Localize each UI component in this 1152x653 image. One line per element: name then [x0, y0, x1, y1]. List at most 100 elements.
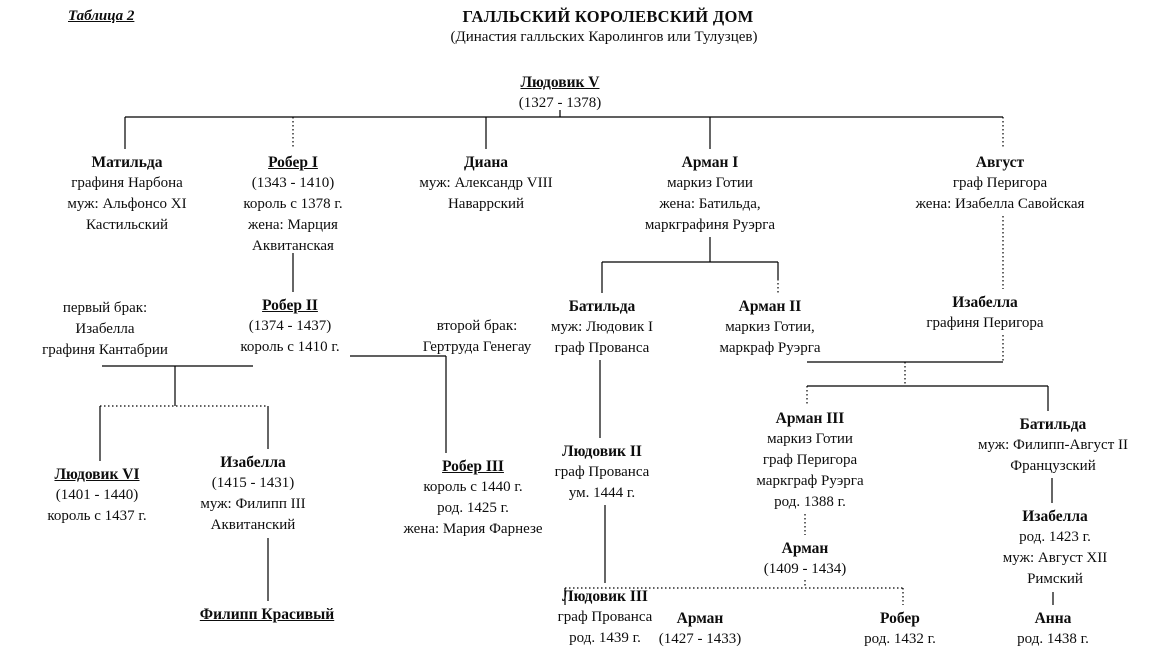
person-detail: граф Перигора — [952, 175, 1048, 191]
person-detail: муж: Альфонсо XI — [67, 196, 187, 212]
person-detail: род. 1388 г. — [774, 494, 846, 510]
person-detail: Кастильский — [85, 217, 169, 233]
person-detail: (1415 - 1431) — [211, 475, 295, 491]
person-detail: маркграфиня Руэрга — [644, 217, 776, 233]
person-name: Изабелла — [220, 454, 286, 471]
tree-node-izabella-rim: Изабелла род. 1423 г. муж: Август XII Ри… — [1003, 506, 1107, 590]
person-name: Арман I — [681, 154, 739, 171]
tree-node-filipp-krasivy: Филипп Красивый — [200, 604, 334, 625]
marriage-detail: второй брак: — [436, 318, 518, 334]
person-detail: король с 1437 г. — [47, 508, 147, 524]
tree-node-rober3: Робер III король с 1440 г. род. 1425 г. … — [403, 456, 542, 540]
marriage-detail: первый брак: — [62, 300, 148, 316]
person-detail: род. 1432 г. — [864, 631, 936, 647]
person-detail: графиня Перигора — [926, 315, 1044, 331]
person-name: Арман II — [738, 298, 802, 315]
person-name: Изабелла — [1022, 508, 1088, 525]
tree-node-arman1: Арман I маркиз Готии жена: Батильда, мар… — [645, 152, 775, 236]
person-detail: род. 1425 г. — [437, 500, 509, 516]
person-name: Батильда — [1019, 416, 1087, 433]
person-detail: маркграф Руэрга — [756, 473, 864, 489]
person-detail: муж: Август XII — [1002, 550, 1108, 566]
person-detail: Аквитанская — [252, 238, 334, 254]
tree-node-arman2: Арман II маркиз Готии, маркраф Руэрга — [719, 296, 820, 359]
person-name: Людовик II — [562, 443, 642, 460]
person-detail: жена: Мария Фарнезе — [403, 521, 543, 537]
tree-node-batilda-franc: Батильда муж: Филипп-Август II Французск… — [978, 414, 1128, 477]
person-name: Людовик III — [562, 588, 648, 605]
person-name: Робер — [880, 610, 920, 627]
tree-node-rober-1432: Робер род. 1432 г. — [864, 608, 936, 650]
tree-node-arman-1409: Арман (1409 - 1434) — [764, 538, 847, 580]
tree-node-ludovik2: Людовик II граф Прованса ум. 1444 г. — [555, 441, 650, 504]
person-name: Матильда — [91, 154, 163, 171]
tree-node-izabella-perigora: Изабелла графиня Перигора — [926, 292, 1043, 334]
person-detail: род. 1439 г. — [569, 630, 641, 646]
tree-node-batilda-provance: Батильда муж: Людовик I граф Прованса — [551, 296, 653, 359]
person-detail: муж: Александр VIII — [419, 175, 553, 191]
person-detail: жена: Батильда, — [659, 196, 761, 212]
person-detail: Наваррский — [447, 196, 525, 212]
person-name: Анна — [1034, 610, 1072, 627]
tree-node-avgust: Август граф Перигора жена: Изабелла Саво… — [916, 152, 1085, 215]
tree-node-second-marriage: второй брак: Гертруда Генегау — [423, 316, 532, 358]
person-detail: (1409 - 1434) — [763, 561, 847, 577]
person-detail: муж: Людовик I — [551, 319, 653, 335]
person-detail: граф Перигора — [762, 452, 858, 468]
person-detail: жена: Марция — [248, 217, 338, 233]
tree-node-arman3: Арман III маркиз Готии граф Перигора мар… — [756, 408, 863, 513]
person-detail: маркиз Готии — [767, 431, 853, 447]
tree-node-rober2: Робер II (1374 - 1437) король с 1410 г. — [240, 295, 339, 358]
person-detail: муж: Филипп III — [200, 496, 306, 512]
person-detail: граф Прованса — [557, 609, 653, 625]
tree-node-anna: Анна род. 1438 г. — [1017, 608, 1089, 650]
person-name: Робер II — [262, 297, 318, 314]
person-detail: граф Прованса — [554, 340, 650, 356]
person-name: Людовик V — [520, 74, 600, 91]
person-name: Робер I — [268, 154, 318, 171]
marriage-detail: графиня Кантабрии — [42, 342, 168, 358]
person-detail: род. 1438 г. — [1017, 631, 1089, 647]
person-name: Батильда — [568, 298, 636, 315]
person-detail: (1401 - 1440) — [55, 487, 139, 503]
person-name: Арман III — [775, 410, 845, 427]
person-detail: король с 1440 г. — [423, 479, 523, 495]
person-name: Людовик VI — [54, 466, 140, 483]
tree-node-izabella-akvit: Изабелла (1415 - 1431) муж: Филипп III А… — [200, 452, 305, 536]
page-subtitle: (Династия галльских Каролингов или Тулуз… — [450, 29, 758, 45]
person-detail: Римский — [1027, 571, 1083, 587]
person-detail: жена: Изабелла Савойская — [915, 196, 1085, 212]
person-name: Робер III — [442, 458, 504, 475]
person-name: Арман — [676, 610, 724, 627]
person-detail: род. 1423 г. — [1019, 529, 1091, 545]
marriage-detail: Изабелла — [75, 321, 135, 337]
person-name: Арман — [781, 540, 829, 557]
tree-node-rober1: Робер I (1343 - 1410) король с 1378 г. ж… — [243, 152, 342, 257]
person-detail: ум. 1444 г. — [568, 485, 636, 501]
person-detail: (1427 - 1433) — [658, 631, 742, 647]
table-number-label: Таблица 2 — [68, 8, 135, 24]
tree-node-ludovik6: Людовик VI (1401 - 1440) король с 1437 г… — [47, 464, 146, 527]
person-detail: маркиз Готии — [667, 175, 753, 191]
person-detail: графиня Нарбона — [71, 175, 183, 191]
person-detail: (1374 - 1437) — [248, 318, 332, 334]
person-detail: (1327 - 1378) — [518, 95, 602, 111]
tree-node-first-marriage: первый брак: Изабелла графиня Кантабрии — [42, 298, 168, 361]
tree-node-arman-1427: Арман (1427 - 1433) — [659, 608, 742, 650]
person-name: Изабелла — [952, 294, 1018, 311]
tree-node-ludovik3: Людовик III граф Прованса род. 1439 г. — [558, 586, 653, 649]
person-detail: король с 1410 г. — [240, 339, 340, 355]
tree-node-root: Людовик V (1327 - 1378) — [519, 72, 602, 114]
person-name: Филипп Красивый — [199, 606, 335, 623]
person-detail: король с 1378 г. — [243, 196, 343, 212]
person-detail: граф Прованса — [554, 464, 650, 480]
person-detail: (1343 - 1410) — [251, 175, 335, 191]
person-detail: муж: Филипп-Август II — [977, 437, 1129, 453]
person-name: Август — [975, 154, 1025, 171]
person-detail: Аквитанский — [210, 517, 296, 533]
tree-node-matilda: Матильда графиня Нарбона муж: Альфонсо X… — [67, 152, 186, 236]
page-title: ГАЛЛЬСКИЙ КОРОЛЕВСКИЙ ДОМ — [462, 7, 754, 26]
person-detail: маркраф Руэрга — [719, 340, 821, 356]
